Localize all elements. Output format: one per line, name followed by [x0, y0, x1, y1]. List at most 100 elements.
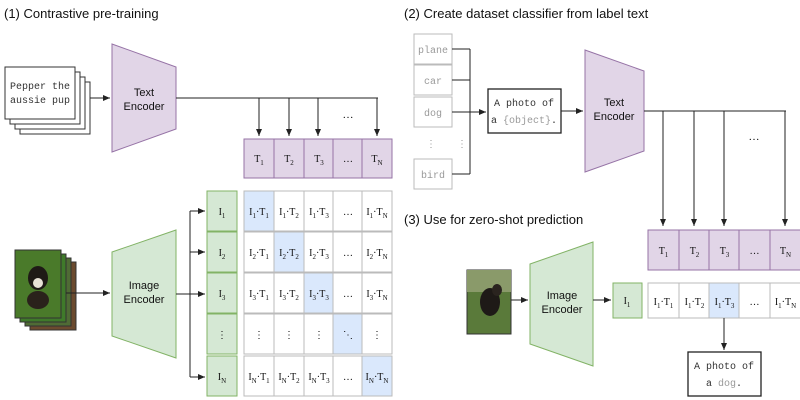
text-embedding-label-2-letter: T — [659, 246, 665, 257]
text-branch-arrows-2 — [660, 111, 788, 226]
matrix-cell — [303, 355, 335, 397]
matrix-cell-label-part-4: 2 — [295, 294, 299, 302]
matrix-cell — [332, 355, 364, 397]
text-embedding-label-2-letter: T — [720, 246, 726, 257]
label-text: bird — [421, 170, 445, 182]
matrix-cell-label: I2·TN — [366, 248, 387, 261]
matrix-cell — [303, 272, 335, 314]
matrix-cell-label-part-0: I — [279, 207, 282, 218]
text-embedding-cell-2 — [769, 229, 800, 271]
matrix-cell-label-part-4: N — [383, 294, 388, 302]
matrix-cell-label: I2·T2 — [279, 248, 299, 261]
zero-shot-score-label-part-3: T — [695, 297, 701, 308]
text-embedding-label: T1 — [254, 154, 264, 167]
zero-shot-score-label-part-3: T — [785, 297, 791, 308]
matrix-cell — [361, 190, 393, 232]
text-embedding-label-symbol: … — [343, 154, 353, 165]
text-encoder-1-label-1: Text — [134, 87, 154, 99]
matrix-cell — [273, 313, 305, 355]
matrix-cell-label-part-0: I — [249, 207, 252, 218]
matrix-cell-label-part-2: · — [256, 207, 259, 218]
matrix-cell-label-part-3: T — [260, 372, 266, 383]
matrix-cell-label-part-0: I — [366, 248, 369, 259]
matrix-cell-label-part-2: · — [317, 372, 320, 383]
matrix-cell-label: I3·TN — [366, 289, 387, 302]
matrix-cell-label-part-4: N — [383, 253, 388, 261]
matrix-cell-label-part-3: T — [319, 207, 325, 218]
text-embedding-label-2: T3 — [720, 246, 730, 259]
label-text: plane — [418, 45, 448, 57]
matrix-cell-label: I1·T3 — [309, 207, 329, 220]
matrix-cell-label-part-0: I — [309, 207, 312, 218]
text-embedding-label-2-sub: 2 — [696, 251, 700, 259]
zero-shot-score-label-part-2: · — [721, 297, 724, 308]
matrix-cell-label: I1·T1 — [249, 207, 269, 220]
text-embedding-cell — [361, 138, 393, 179]
text-encoder-1-label-2: Encoder — [124, 101, 165, 113]
matrix-cell-label-part-1: N — [252, 377, 257, 385]
text-embedding-label-sub: 2 — [290, 159, 294, 167]
matrix-cell-label-part-2: · — [316, 207, 319, 218]
zero-shot-score-label-part-1: 1 — [778, 302, 782, 310]
matrix-ellipsis: … — [343, 289, 353, 300]
matrix-cell-label-part-2: · — [286, 207, 289, 218]
matrix-cell-label-part-1: 3 — [370, 294, 374, 302]
label-box — [413, 96, 453, 128]
matrix-cell — [303, 313, 335, 355]
matrix-cell-label-part-2: · — [286, 248, 289, 259]
matrix-cell-label-part-1: N — [312, 377, 317, 385]
matrix-ellipsis: … — [343, 207, 353, 218]
matrix-cell — [361, 272, 393, 314]
image-embedding-label-sub: N — [221, 377, 226, 385]
matrix-vdots: ⋮ — [284, 330, 294, 341]
image-embedding-label: I3 — [219, 289, 226, 302]
label-box — [413, 33, 453, 65]
text-embedding-label: T2 — [284, 154, 294, 167]
caption-stack: Pepper the aussie pup — [4, 66, 91, 135]
zero-shot-score-label-part-2: · — [660, 297, 663, 308]
image-embedding-label-sub: 3 — [222, 294, 226, 302]
text-embedding-label: TN — [371, 154, 382, 167]
text-embedding-label: T3 — [314, 154, 324, 167]
matrix-cell-label-part-4: 1 — [266, 377, 270, 385]
text-embedding-label-2-letter: T — [690, 246, 696, 257]
image-embedding-label: ⋮ — [217, 330, 227, 341]
image-embedding-cell — [206, 272, 238, 314]
template-prefix: a — [491, 116, 503, 127]
caption-line-2: aussie pup — [10, 95, 70, 107]
matrix-cell-label: IN·TN — [366, 372, 389, 385]
text-embedding-label-2-sub: 1 — [665, 251, 669, 259]
matrix-cell-label-part-3: T — [290, 372, 296, 383]
matrix-cell-label: I1·TN — [366, 207, 387, 220]
zero-shot-score-label-part-3: T — [664, 297, 670, 308]
matrix-cell-label-part-0: I — [366, 289, 369, 300]
zero-shot-score-label: I1·TN — [775, 297, 796, 310]
matrix-cell-label-part-4: 1 — [265, 294, 269, 302]
section-title-classifier: (2) Create dataset classifier from label… — [404, 6, 649, 21]
image-embedding-label-letter: I — [219, 248, 222, 259]
image-embedding-cell — [206, 313, 238, 355]
zero-shot-score-label-part-4: 3 — [731, 302, 735, 310]
text-embedding-cell — [243, 138, 275, 179]
section-title-contrastive: (1) Contrastive pre-training — [4, 6, 159, 21]
matrix-cell-label-part-1: 3 — [282, 294, 286, 302]
image-embedding-label-symbol: ⋮ — [217, 330, 227, 341]
text-embedding-label-2-symbol: … — [750, 246, 760, 257]
matrix-cell-label-part-1: 2 — [252, 253, 256, 261]
zero-shot-score-cell — [738, 282, 771, 319]
text-embedding-cell-2 — [647, 229, 680, 271]
zero-shot-score-cell — [769, 282, 800, 319]
matrix-cell-label-part-1: N — [282, 377, 287, 385]
zero-shot-score-label-part-2: · — [691, 297, 694, 308]
matrix-ddots: ⋱ — [343, 330, 353, 341]
matrix-cell-label-part-4: N — [383, 377, 388, 385]
image-encoder-2-label-2: Encoder — [542, 304, 583, 316]
text-embedding-label-2-letter: T — [780, 246, 786, 257]
text-encoder-2-label-1: Text — [604, 97, 624, 109]
matrix-cell-label-part-0: I — [249, 248, 252, 259]
matrix-cell-label-part-3: T — [377, 207, 383, 218]
text-encoder-2-label-2: Encoder — [594, 111, 635, 123]
